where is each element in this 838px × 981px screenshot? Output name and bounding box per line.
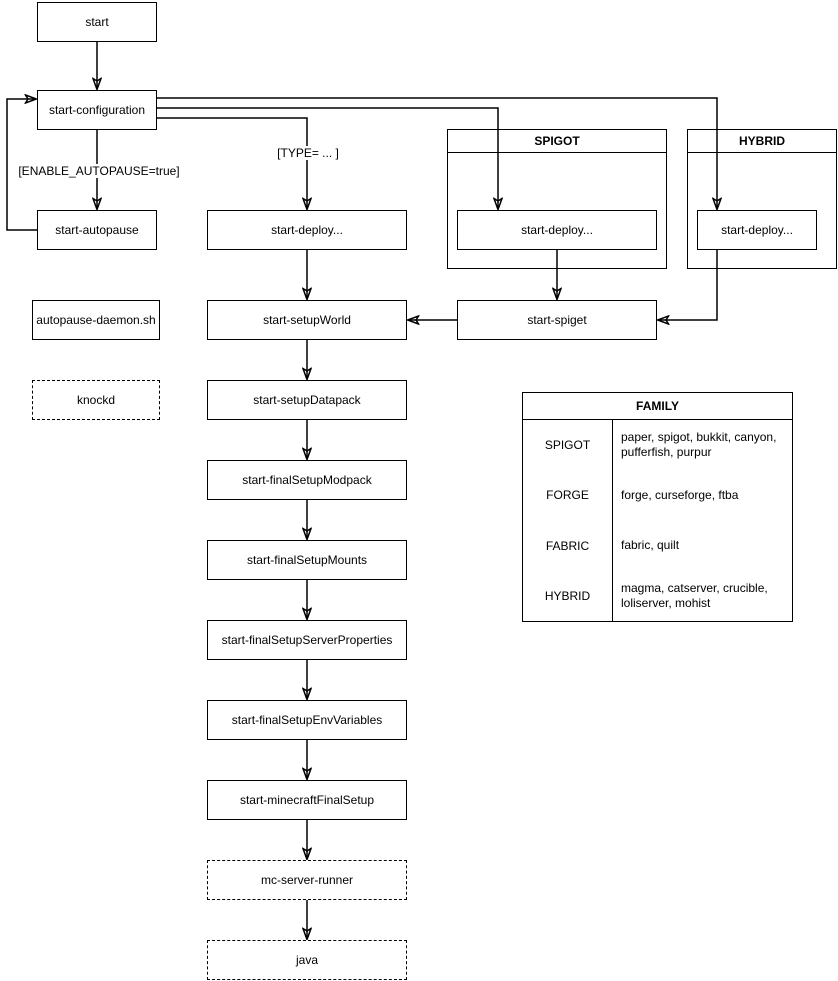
node-start-finalsetupmounts: start-finalSetupMounts xyxy=(207,540,407,580)
family-name-fabric: FABRIC xyxy=(545,538,590,553)
family-table-title: FAMILY xyxy=(636,399,679,413)
family-table: FAMILY SPIGOT FORGE FABRIC HYBRID paper,… xyxy=(522,392,793,622)
node-start-autopause: start-autopause xyxy=(37,210,157,250)
family-servers-fabric: fabric, quilt xyxy=(621,538,680,553)
family-table-header: FAMILY xyxy=(523,393,792,420)
node-mc-server-runner: mc-server-runner xyxy=(207,860,407,900)
node-autopause-daemon: autopause-daemon.sh xyxy=(32,300,160,340)
family-name-forge: FORGE xyxy=(546,488,589,503)
family-table-servers-column: paper, spigot, bukkit, canyon, pufferfis… xyxy=(613,420,792,621)
group-hybrid-title: HYBRID xyxy=(738,134,785,148)
family-servers-hybrid: magma, catserver, crucible, loliserver, … xyxy=(621,580,768,610)
family-name-hybrid: HYBRID xyxy=(544,588,591,603)
node-start-deploy-main: start-deploy... xyxy=(207,210,407,250)
node-start-finalsetupenvvariables: start-finalSetupEnvVariables xyxy=(207,700,407,740)
node-start-setupworld: start-setupWorld xyxy=(207,300,407,340)
node-start: start xyxy=(37,2,157,42)
group-hybrid-header: HYBRID xyxy=(688,130,836,153)
edge-label-type: [TYPE= ... ] xyxy=(276,146,340,160)
family-servers-spigot: paper, spigot, bukkit, canyon, pufferfis… xyxy=(621,430,777,460)
node-start-minecraftfinalsetup: start-minecraftFinalSetup xyxy=(207,780,407,820)
node-java: java xyxy=(207,940,407,980)
family-servers-forge: forge, curseforge, ftba xyxy=(621,487,739,502)
family-table-family-column: SPIGOT FORGE FABRIC HYBRID xyxy=(523,420,613,621)
family-table-body: SPIGOT FORGE FABRIC HYBRID paper, spigot… xyxy=(523,420,792,621)
node-start-finalsetupserverproperties: start-finalSetupServerProperties xyxy=(207,620,407,660)
node-start-spiget: start-spiget xyxy=(457,300,657,340)
edge-label-enable-autopause: [ENABLE_AUTOPAUSE=true] xyxy=(17,164,181,178)
node-start-deploy-hybrid: start-deploy... xyxy=(697,210,817,250)
node-start-deploy-spigot: start-deploy... xyxy=(457,210,657,250)
node-knockd: knockd xyxy=(32,380,160,420)
group-spigot-header: SPIGOT xyxy=(448,130,666,153)
node-start-setupdatapack: start-setupDatapack xyxy=(207,380,407,420)
node-start-configuration: start-configuration xyxy=(37,90,157,130)
family-name-spigot: SPIGOT xyxy=(544,438,591,453)
group-spigot-title: SPIGOT xyxy=(534,134,580,148)
node-start-finalsetupmodpack: start-finalSetupModpack xyxy=(207,460,407,500)
